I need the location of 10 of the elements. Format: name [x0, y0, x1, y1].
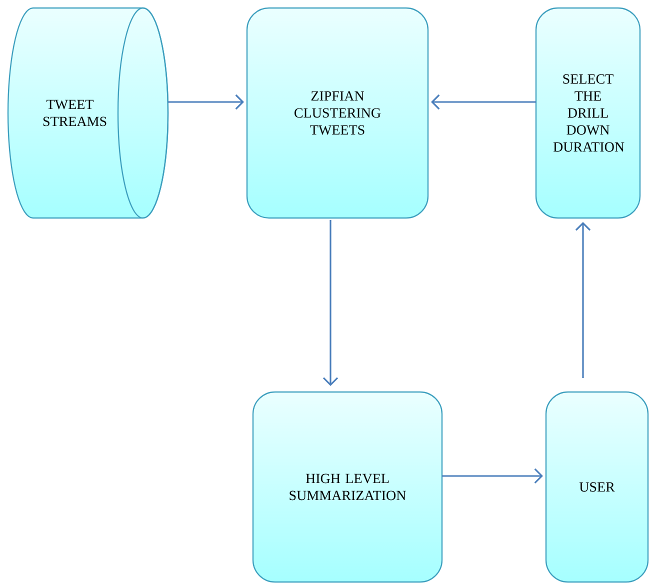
arrow [168, 94, 244, 110]
process-box: HIGH LEVEL SUMMARIZATION [252, 391, 443, 583]
arrow [431, 94, 536, 110]
arrow [322, 220, 338, 386]
arrow [442, 468, 543, 484]
process-box: USER [545, 391, 649, 583]
arrow [575, 222, 591, 378]
cylinder-node: TWEET STREAMS [7, 7, 169, 219]
process-box: ZIPFIAN CLUSTERING TWEETS [246, 7, 429, 219]
process-box: SELECT THE DRILL DOWN DURATION [535, 7, 641, 219]
